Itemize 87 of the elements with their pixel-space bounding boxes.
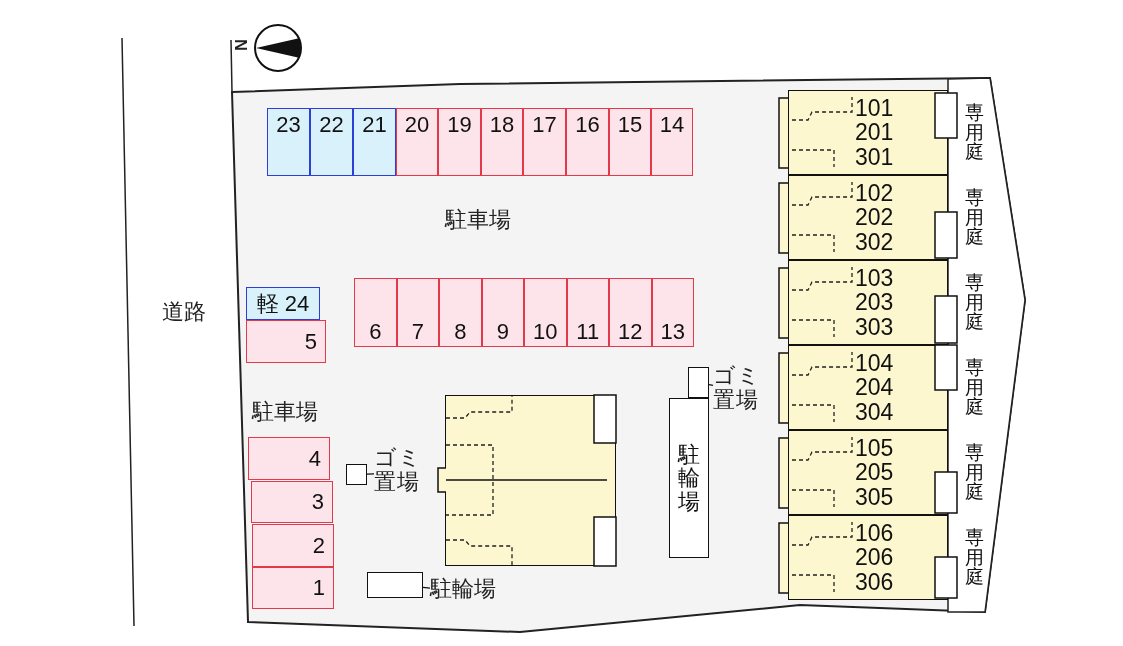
room-number: 201 — [855, 120, 894, 145]
parking-space — [523, 108, 566, 176]
parking-space — [246, 320, 326, 363]
room-number: 101 — [855, 96, 894, 121]
parking-space — [651, 278, 694, 347]
room-number: 106 — [855, 521, 894, 546]
room-number: 205 — [855, 460, 894, 485]
space-number: 23 — [276, 113, 301, 137]
space-number: 4 — [308, 446, 321, 471]
garden-label: 専用庭 — [964, 527, 984, 588]
space-number: 11 — [576, 319, 600, 343]
parking-space — [439, 278, 482, 347]
room-number: 206 — [855, 545, 894, 570]
space-number: 8 — [454, 319, 467, 343]
parking-space — [566, 278, 609, 347]
space-number: 16 — [575, 113, 600, 137]
parking-space — [566, 108, 609, 176]
area-label: 駐輪場 — [430, 577, 520, 607]
space-number: 10 — [533, 319, 558, 343]
space-number: 6 — [369, 319, 382, 343]
garden-label: 専用庭 — [964, 357, 984, 418]
leader-line — [366, 473, 375, 475]
bicycle-parking — [669, 398, 709, 558]
garbage-station — [346, 464, 367, 485]
area-label: ゴミ置場 — [374, 446, 424, 500]
garden-label: 専用庭 — [964, 272, 984, 333]
room-number: 301 — [855, 144, 894, 169]
parking-space — [267, 108, 310, 176]
parking-space — [354, 278, 397, 347]
parking-space — [248, 437, 330, 480]
room-number: 304 — [855, 399, 894, 424]
area-label: ゴミ置場 — [713, 364, 769, 418]
space-number: 15 — [617, 113, 643, 137]
room-number: 204 — [855, 375, 894, 400]
parking-space — [396, 108, 438, 176]
garden-label: 専用庭 — [964, 442, 984, 503]
area-label: 駐車場 — [252, 398, 318, 426]
space-number: 3 — [311, 490, 324, 514]
room-number: 102 — [855, 181, 894, 206]
parking-space — [252, 524, 334, 567]
leader-line — [708, 383, 714, 387]
parking-space — [651, 108, 693, 176]
room-number: 202 — [855, 205, 894, 230]
parking-space — [251, 481, 333, 523]
parking-space — [609, 108, 651, 176]
room-number: 104 — [855, 351, 894, 376]
space-number: 19 — [447, 113, 472, 137]
space-number: 13 — [660, 319, 685, 343]
space-number: 17 — [532, 113, 557, 137]
leader-line — [422, 586, 431, 589]
room-number: 203 — [855, 290, 894, 315]
parking-space — [353, 108, 396, 176]
parking-space — [246, 287, 320, 320]
room-number: 105 — [855, 436, 894, 461]
space-number: 22 — [319, 113, 344, 137]
space-number: 21 — [362, 113, 387, 137]
space-number: 2 — [312, 533, 325, 558]
parking-space — [481, 108, 523, 176]
parking-space — [481, 278, 524, 347]
parking-space — [609, 278, 652, 347]
space-number: 9 — [496, 319, 509, 343]
room-number: 306 — [855, 569, 894, 594]
compass-letter: N — [232, 39, 251, 51]
area-label: 駐車場 — [445, 206, 511, 234]
parking-space — [438, 108, 481, 176]
room-number: 103 — [855, 266, 894, 291]
bicycle-parking — [367, 572, 423, 598]
space-number: 12 — [618, 319, 643, 343]
parking-space — [524, 278, 567, 347]
parking-space — [252, 567, 334, 609]
space-number: 7 — [411, 319, 424, 343]
room-number: 305 — [855, 484, 894, 509]
room-number: 303 — [855, 314, 894, 339]
space-number: 18 — [489, 113, 515, 137]
space-number: 5 — [304, 329, 317, 354]
garden-label: 専用庭 — [964, 187, 984, 248]
garden-label: 専用庭 — [964, 102, 984, 163]
space-number: 14 — [659, 113, 685, 137]
area-label: 駐輪場 — [678, 443, 700, 513]
garbage-station — [688, 367, 709, 398]
space-number: 20 — [404, 113, 430, 137]
room-number: 302 — [855, 229, 894, 254]
space-number: 軽 24 — [256, 291, 310, 316]
space-number: 1 — [312, 576, 325, 600]
parking-space — [396, 278, 439, 347]
road-label: 道路 — [162, 298, 206, 326]
parking-space — [310, 108, 353, 176]
